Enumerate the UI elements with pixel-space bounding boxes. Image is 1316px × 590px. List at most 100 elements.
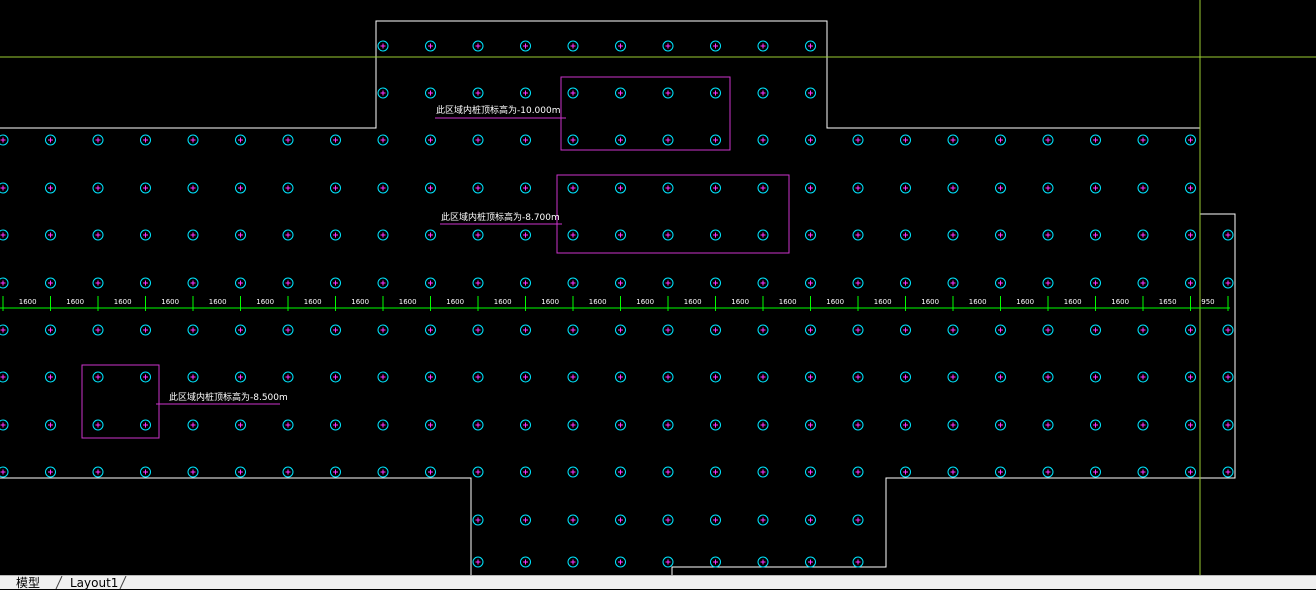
dimension-label: 1600 <box>541 298 560 306</box>
pile-marker <box>1042 371 1054 383</box>
pile-circle <box>995 229 1006 241</box>
pile-marker <box>1137 229 1149 241</box>
pile-circle <box>662 514 674 526</box>
pile-marker <box>92 277 104 289</box>
annotation-leaders <box>156 117 566 405</box>
pile-circle <box>805 419 816 431</box>
pile-marker <box>567 134 579 146</box>
pile-marker <box>0 134 9 146</box>
pile-circle <box>140 371 151 383</box>
cad-drawing-canvas[interactable] <box>0 0 1316 575</box>
pile-marker <box>662 87 674 99</box>
pile-circle <box>900 229 911 241</box>
pile-circle <box>472 466 484 478</box>
pile-circle <box>662 229 674 241</box>
pile-marker <box>852 466 864 478</box>
pile-marker <box>140 371 151 383</box>
pile-marker <box>615 277 626 289</box>
pile-circle <box>377 324 389 336</box>
pile-circle <box>282 277 294 289</box>
pile-circle <box>615 371 626 383</box>
pile-circle <box>425 182 436 194</box>
pile-circle <box>710 87 721 99</box>
pile-marker <box>520 324 531 336</box>
pile-circle <box>662 419 674 431</box>
pile-circle <box>1185 277 1196 289</box>
pile-marker <box>805 466 816 478</box>
pile-marker <box>567 324 579 336</box>
pile-marker <box>1137 371 1149 383</box>
pile-grid <box>0 40 1234 568</box>
tab-model[interactable]: 模型 <box>16 576 41 590</box>
pile-marker <box>425 419 436 431</box>
pile-marker <box>947 419 959 431</box>
pile-circle <box>472 419 484 431</box>
pile-marker <box>710 466 721 478</box>
pile-marker <box>1185 419 1196 431</box>
pile-marker <box>472 466 484 478</box>
pile-marker <box>1137 134 1149 146</box>
pile-marker <box>472 371 484 383</box>
pile-marker <box>45 134 56 146</box>
pile-marker <box>662 556 674 568</box>
pile-circle <box>45 324 56 336</box>
pile-circle <box>615 556 626 568</box>
pile-circle <box>757 419 769 431</box>
pile-marker <box>520 229 531 241</box>
pile-circle <box>1042 324 1054 336</box>
pile-marker <box>805 40 816 52</box>
pile-marker <box>615 556 626 568</box>
pile-circle <box>520 87 531 99</box>
drawing-viewport[interactable]: 此区域内桩顶标高为-10.000m 此区域内桩顶标高为-8.700m 此区域内桩… <box>0 0 1316 575</box>
pile-circle <box>140 419 151 431</box>
pile-circle <box>282 466 294 478</box>
pile-circle <box>805 134 816 146</box>
pile-marker <box>330 324 341 336</box>
pile-circle <box>1222 229 1234 241</box>
pile-circle <box>567 419 579 431</box>
pile-circle <box>282 371 294 383</box>
pile-circle <box>187 134 199 146</box>
pile-marker <box>615 514 626 526</box>
pile-circle <box>615 87 626 99</box>
tab-layout1[interactable]: Layout1 <box>70 576 119 590</box>
layout-tab-bar: 模型 Layout1 <box>0 575 1316 590</box>
pile-marker <box>377 371 389 383</box>
pile-marker <box>757 87 769 99</box>
pile-circle <box>567 466 579 478</box>
pile-circle <box>0 277 9 289</box>
pile-marker <box>710 277 721 289</box>
pile-marker <box>1042 324 1054 336</box>
pile-marker <box>425 134 436 146</box>
tab-separator <box>119 576 127 589</box>
pile-circle <box>710 371 721 383</box>
pile-circle <box>900 371 911 383</box>
pile-circle <box>1042 371 1054 383</box>
pile-marker <box>1042 466 1054 478</box>
pile-circle <box>710 556 721 568</box>
pile-marker <box>900 182 911 194</box>
pile-marker <box>472 134 484 146</box>
pile-marker <box>1222 419 1234 431</box>
pile-circle <box>615 134 626 146</box>
pile-circle <box>1185 182 1196 194</box>
pile-circle <box>330 324 341 336</box>
pile-marker <box>187 134 199 146</box>
pile-marker <box>1185 324 1196 336</box>
pile-circle <box>425 324 436 336</box>
pile-marker <box>377 419 389 431</box>
pile-circle <box>1090 419 1101 431</box>
pile-circle <box>947 134 959 146</box>
pile-marker <box>1185 371 1196 383</box>
pile-circle <box>567 324 579 336</box>
pile-marker <box>425 277 436 289</box>
pile-circle <box>235 229 246 241</box>
pile-marker <box>472 419 484 431</box>
pile-marker <box>472 514 484 526</box>
pile-circle <box>1090 371 1101 383</box>
pile-circle <box>330 182 341 194</box>
pile-marker <box>567 514 579 526</box>
pile-marker <box>520 87 531 99</box>
pile-circle <box>1090 466 1101 478</box>
pile-marker <box>282 466 294 478</box>
